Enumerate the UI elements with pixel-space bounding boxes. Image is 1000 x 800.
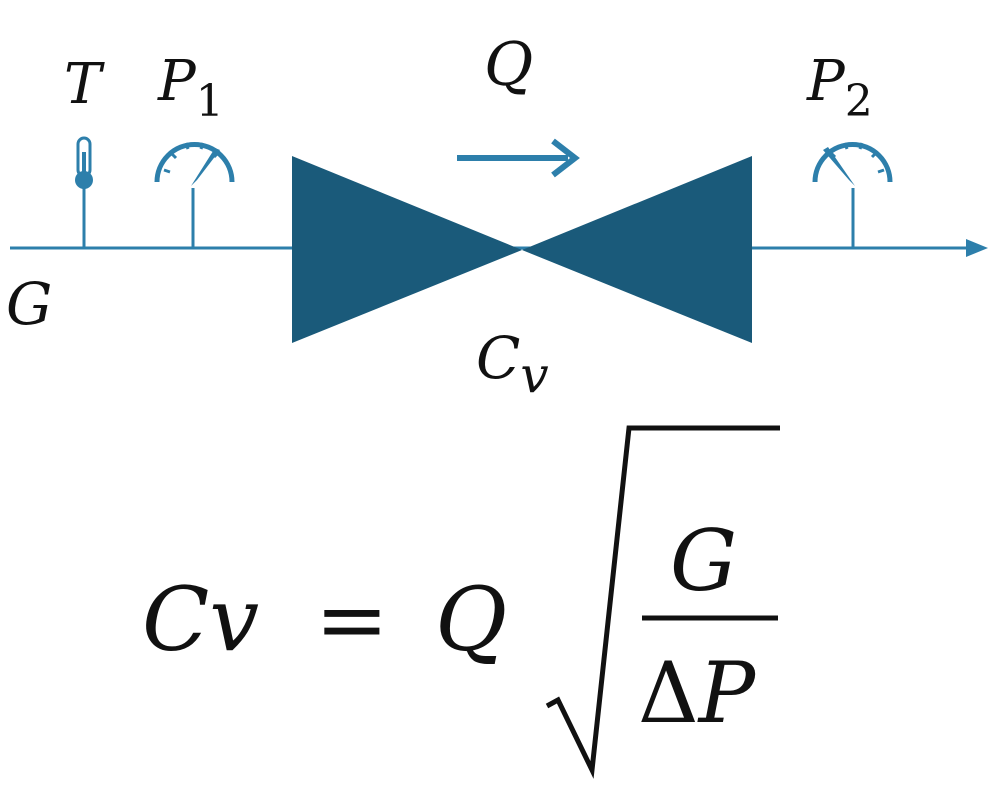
equation-q: Q [435,568,507,671]
label-p2-sub: 2 [845,76,873,127]
label-p1-sub: 1 [196,76,224,127]
label-temperature: T [64,52,105,117]
cv-equation: Cv = Q G ΔP [142,425,780,779]
label-p2-base: P [806,49,846,114]
label-cv-sub: v [520,346,548,404]
square-root-sign [545,425,780,779]
equation-delta: Δ [638,644,699,742]
equation-denominator-var: P [697,644,757,742]
label-cv-base: C [476,324,520,392]
pressure-gauge-icon-p2 [812,142,893,248]
pressure-gauge-icon-p1 [154,142,235,248]
equation-numerator: G [670,512,737,610]
label-flow: Q [484,30,533,100]
equation-denominator: ΔP [638,644,757,742]
thermometer-icon [75,136,93,248]
label-gravity: G [6,270,52,338]
equation-equals: = [315,568,389,671]
label-cv: Cv [476,324,549,404]
label-p1: P1 [157,49,224,127]
pipe-arrowhead-icon [966,239,988,257]
valve-left-triangle [292,156,522,343]
label-p2: P2 [806,49,873,127]
flow-arrow-icon [457,138,580,178]
label-p1-base: P [157,49,197,114]
equation-lhs: Cv [142,568,259,671]
valve-right-triangle [522,156,752,343]
valve-icon [292,156,752,343]
